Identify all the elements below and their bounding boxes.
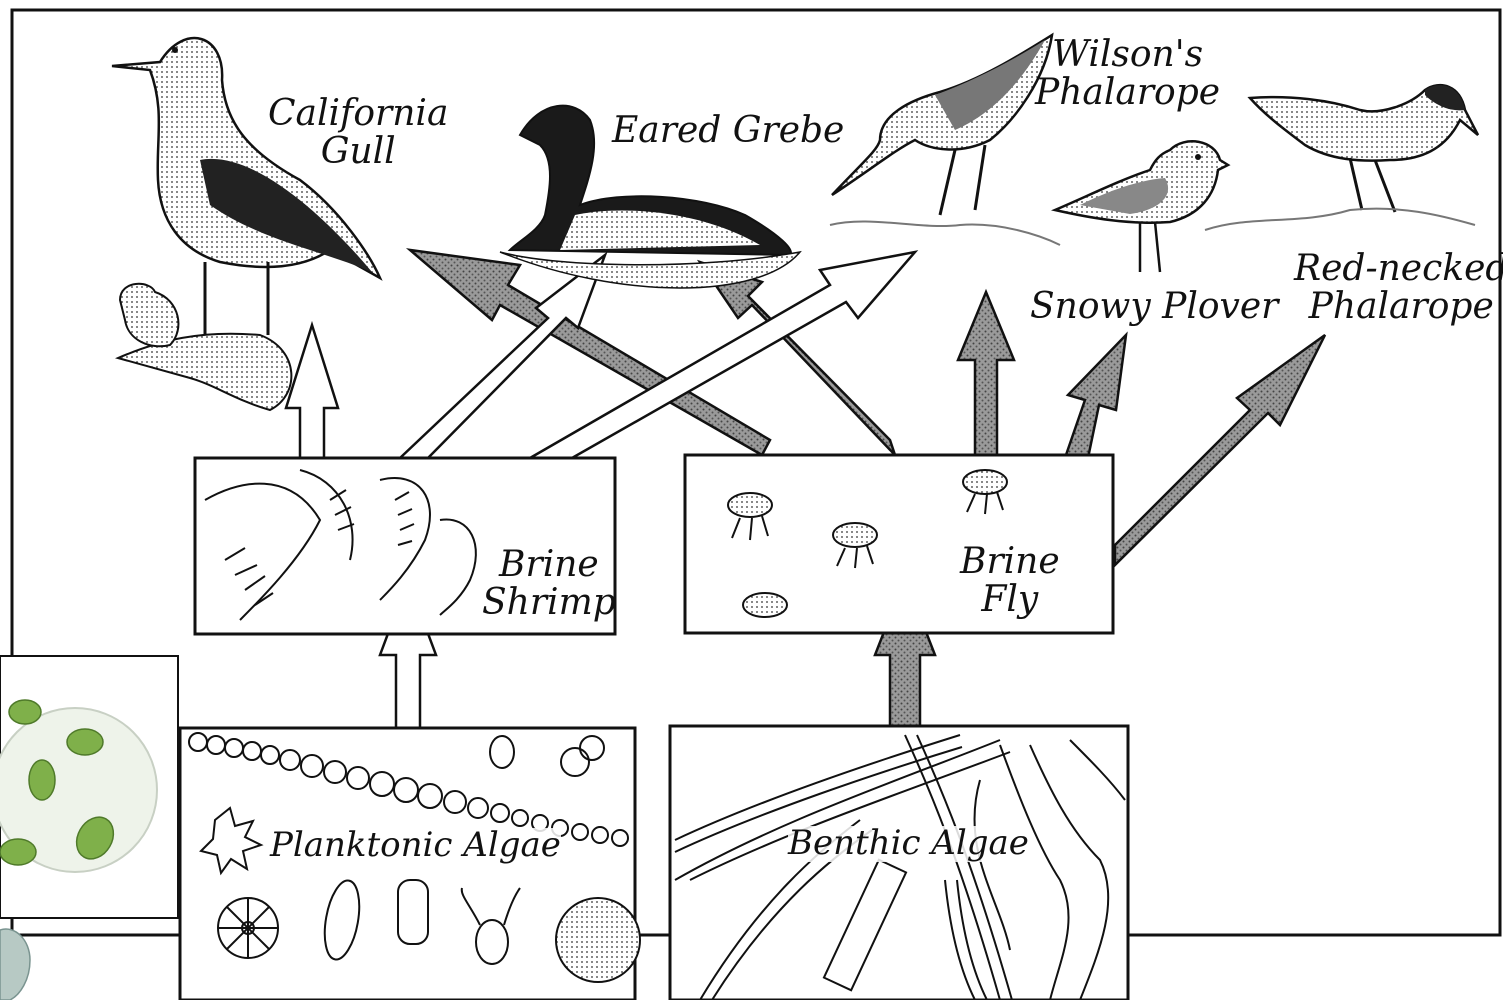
snowy-plover-illustration (1055, 141, 1228, 272)
label-brine-fly-line1: Brine (960, 543, 1060, 581)
label-wilsons-phalarope: Wilson's Phalarope (1035, 36, 1220, 112)
benthic-algae-box (670, 726, 1128, 1000)
label-snowy-plover-text: Snowy Plover (1030, 288, 1278, 326)
label-snowy-plover: Snowy Plover (1030, 288, 1278, 326)
arrow-brine-fly-to-red-necked-phalarope (1115, 335, 1325, 565)
label-wilsons-phalarope-line1: Wilson's (1035, 36, 1220, 74)
label-red-necked-phalarope: Red-necked Phalarope (1294, 250, 1503, 326)
label-california-gull-line2: Gull (268, 133, 448, 171)
label-california-gull: California Gull (268, 95, 448, 171)
label-red-necked-phalarope-line1: Red-necked (1294, 250, 1503, 288)
arrow-brine-fly-to-wilsons-phalarope (958, 292, 1014, 455)
inset-algae-photo (0, 656, 178, 1000)
wilsons-phalarope-illustration (830, 35, 1060, 245)
label-wilsons-phalarope-line2: Phalarope (1035, 74, 1220, 112)
label-eared-grebe-text: Eared Grebe (612, 112, 844, 150)
label-brine-fly-line2: Fly (960, 581, 1060, 619)
label-planktonic-algae-text: Planktonic Algae (270, 828, 561, 864)
label-brine-shrimp: Brine Shrimp (482, 546, 616, 622)
label-california-gull-line1: California (268, 95, 448, 133)
label-benthic-algae-text: Benthic Algae (788, 826, 1029, 862)
arrow-brine-shrimp-to-gull (286, 325, 338, 458)
arrow-brine-fly-to-snowy-plover (1066, 335, 1126, 458)
label-brine-shrimp-line2: Shrimp (482, 584, 616, 622)
label-brine-fly: Brine Fly (960, 543, 1060, 619)
label-brine-shrimp-line1: Brine (482, 546, 616, 584)
label-planktonic-algae: Planktonic Algae (270, 828, 561, 864)
label-benthic-algae: Benthic Algae (788, 826, 1029, 862)
label-eared-grebe: Eared Grebe (612, 112, 844, 150)
label-red-necked-phalarope-line2: Phalarope (1294, 288, 1503, 326)
red-necked-phalarope-illustration (1205, 85, 1478, 230)
